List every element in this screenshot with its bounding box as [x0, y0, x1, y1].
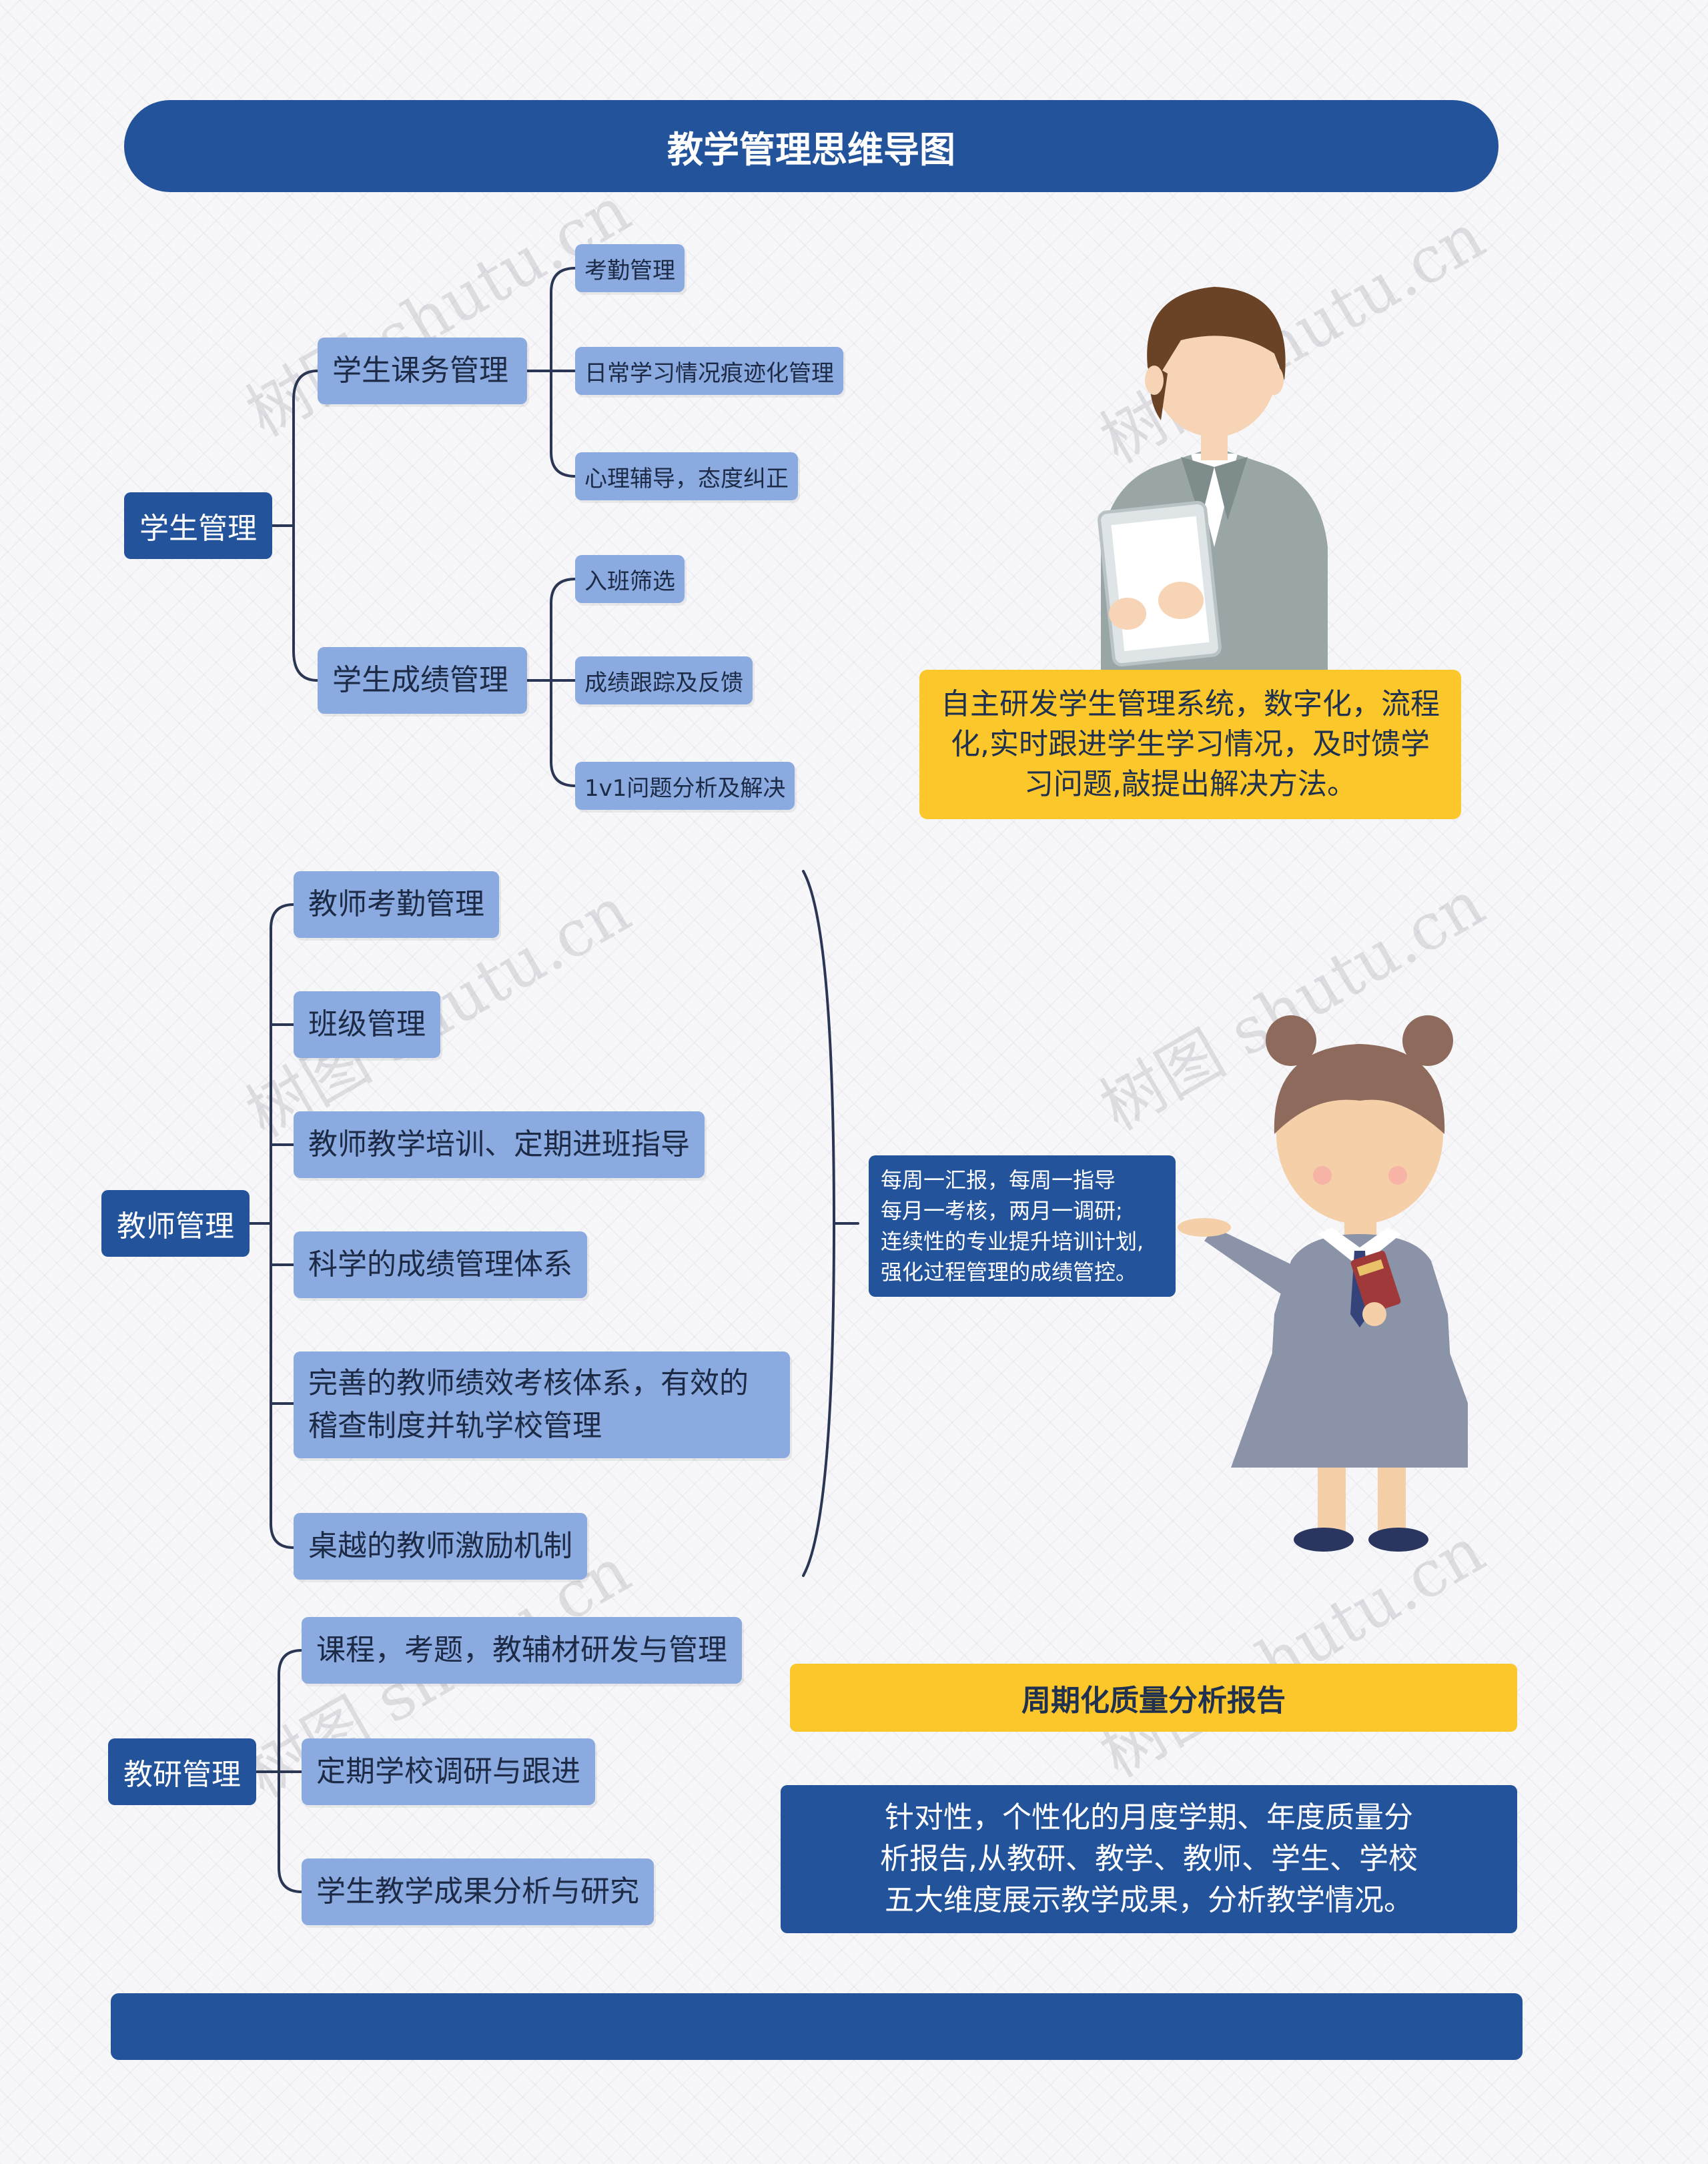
node-label: 科学的成绩管理体系: [308, 1243, 572, 1286]
report-description: 针对性，个性化的月度学期、年度质量分 析报告,从教研、教学、教师、学生、学校 五…: [781, 1785, 1517, 1933]
node-label: 学生成绩管理: [332, 659, 508, 702]
node-teacher-attendance[interactable]: 教师考勤管理: [294, 871, 499, 938]
node-daily-tracking[interactable]: 日常学习情况痕迹化管理: [575, 347, 843, 395]
teacher-illustration: [1081, 267, 1361, 674]
report-line: 五大维度展示教学成果，分析教学情况。: [880, 1880, 1418, 1921]
report-line: 析报告,从教研、教学、教师、学生、学校: [880, 1838, 1418, 1880]
node-label: 入班筛选: [584, 563, 675, 596]
footer-bar: [111, 1993, 1523, 2060]
node-placement[interactable]: 入班筛选: [575, 555, 685, 603]
node-label: 教师考勤管理: [308, 883, 484, 926]
node-label: 考勤管理: [584, 252, 675, 285]
root-research-management[interactable]: 教研管理: [108, 1738, 256, 1805]
node-label: 班级管理: [308, 1003, 426, 1046]
node-counseling[interactable]: 心理辅导，态度纠正: [575, 452, 798, 500]
node-1v1-analysis[interactable]: 1v1问题分析及解决: [575, 762, 795, 810]
node-performance-system[interactable]: 完善的教师绩效考核体系，有效的 稽查制度并轨学校管理: [294, 1351, 790, 1458]
node-attendance[interactable]: 考勤管理: [575, 244, 685, 292]
node-label-line: 稽查制度并轨学校管理: [308, 1405, 749, 1448]
root-teacher-management[interactable]: 教师管理: [101, 1190, 250, 1257]
node-label: 课程，考题，教辅材研发与管理: [316, 1629, 727, 1672]
node-label: 心理辅导，态度纠正: [584, 460, 789, 493]
node-class-management[interactable]: 班级管理: [294, 991, 440, 1058]
node-teacher-training[interactable]: 教师教学培训、定期进班指导: [294, 1111, 705, 1178]
node-grade-tracking[interactable]: 成绩跟踪及反馈: [575, 656, 753, 704]
node-label: 桌越的教师激励机制: [308, 1525, 572, 1568]
note-line: 每周一汇报，每周一指导: [881, 1165, 1164, 1195]
node-label: 定期学校调研与跟进: [316, 1750, 580, 1793]
node-label: 日常学习情况痕迹化管理: [584, 355, 834, 388]
node-label: 学生课务管理: [332, 350, 508, 392]
node-label-line: 完善的教师绩效考核体系，有效的: [308, 1362, 749, 1405]
note-line: 习问题,敲提出解决方法。: [941, 764, 1440, 804]
root-student-management[interactable]: 学生管理: [124, 492, 272, 559]
note-line: 强化过程管理的成绩管控。: [881, 1257, 1164, 1287]
node-label: 学生教学成果分析与研究: [316, 1870, 639, 1913]
note-line: 自主研发学生管理系统，数字化，流程: [941, 684, 1440, 724]
report-line: 针对性，个性化的月度学期、年度质量分: [880, 1797, 1418, 1838]
student-girl-illustration: [1174, 1001, 1468, 1554]
teacher-management-note: 每周一汇报，每周一指导 每月一考核，两月一调研; 连续性的专业提升培训计划, 强…: [869, 1155, 1176, 1297]
node-label: 1v1问题分析及解决: [584, 770, 785, 802]
node-student-course[interactable]: 学生课务管理: [318, 338, 527, 404]
node-outcome-analysis[interactable]: 学生教学成果分析与研究: [302, 1858, 654, 1925]
note-line: 连续性的专业提升培训计划,: [881, 1226, 1164, 1257]
note-line: 每月一考核，两月一调研;: [881, 1195, 1164, 1226]
node-incentive-mechanism[interactable]: 桌越的教师激励机制: [294, 1513, 587, 1580]
node-curriculum-development[interactable]: 课程，考题，教辅材研发与管理: [302, 1617, 742, 1684]
node-student-grade[interactable]: 学生成绩管理: [318, 647, 527, 714]
node-label: 成绩跟踪及反馈: [584, 664, 743, 697]
root-label: 学生管理: [139, 504, 257, 547]
root-label: 教研管理: [123, 1750, 241, 1793]
node-label: 教师教学培训、定期进班指导: [308, 1123, 690, 1166]
node-grade-system[interactable]: 科学的成绩管理体系: [294, 1231, 587, 1298]
report-title-text: 周期化质量分析报告: [1021, 1676, 1286, 1719]
note-line: 化,实时跟进学生学习情况，及时馈学: [941, 724, 1440, 764]
root-label: 教师管理: [117, 1202, 234, 1245]
node-school-research[interactable]: 定期学校调研与跟进: [302, 1738, 595, 1805]
student-system-note: 自主研发学生管理系统，数字化，流程 化,实时跟进学生学习情况，及时馈学 习问题,…: [919, 670, 1461, 819]
report-title: 周期化质量分析报告: [790, 1664, 1517, 1732]
